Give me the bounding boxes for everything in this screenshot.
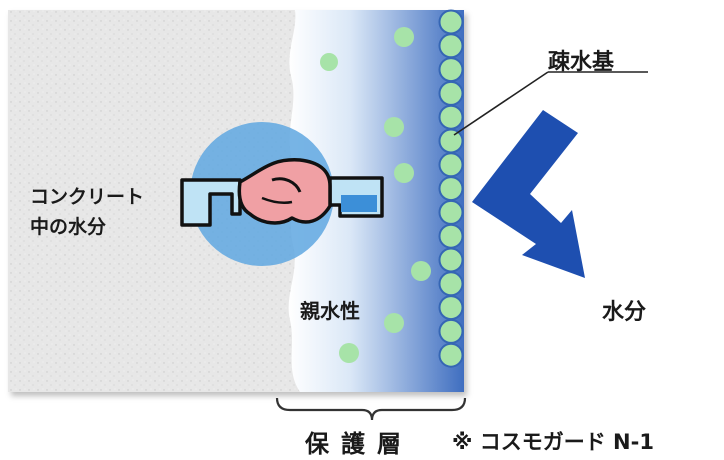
floating-hydrophobic-particles [320, 27, 431, 363]
water-label: 水分 [602, 300, 647, 325]
concrete-water-label: コンクリート 中の水分 [30, 182, 144, 242]
hydrophobic-bead [438, 80, 464, 106]
handshake-icon [180, 158, 384, 227]
hydrophobic-bead [438, 176, 464, 202]
hydrophobic-bead [438, 199, 464, 225]
hydrophobic-bead [438, 152, 464, 178]
product-note-label: ※ コスモガード N-1 [452, 430, 654, 454]
hydrophobic-bead [438, 57, 464, 83]
hydrophobic-bead [438, 271, 464, 297]
hydrophobic-bead [438, 9, 464, 35]
protective-layer-brace [275, 397, 467, 421]
water-repel-arrow [472, 110, 585, 278]
hydrophobic-bead [438, 223, 464, 249]
hydrophilic-label: 親水性 [300, 299, 360, 323]
protective-layer-label: 保護層 [305, 430, 413, 458]
hydrophobic-bead [438, 247, 464, 273]
concrete-water-label-line1: コンクリート [30, 186, 145, 208]
hydrophobic-bead [438, 33, 464, 59]
hydrophobic-bead [438, 104, 464, 130]
hydrophobic-bead [438, 128, 464, 154]
concrete-water-label-line2: 中の水分 [30, 216, 107, 238]
hydrophobic-group-label: 疎水基 [548, 50, 615, 75]
hydrophobic-bead [438, 295, 464, 321]
hydrophobic-pointer-line [453, 71, 549, 136]
hydrophobic-bead [438, 318, 464, 344]
hydrophobic-bead-column [438, 9, 464, 368]
hydrophobic-bead [438, 342, 464, 368]
